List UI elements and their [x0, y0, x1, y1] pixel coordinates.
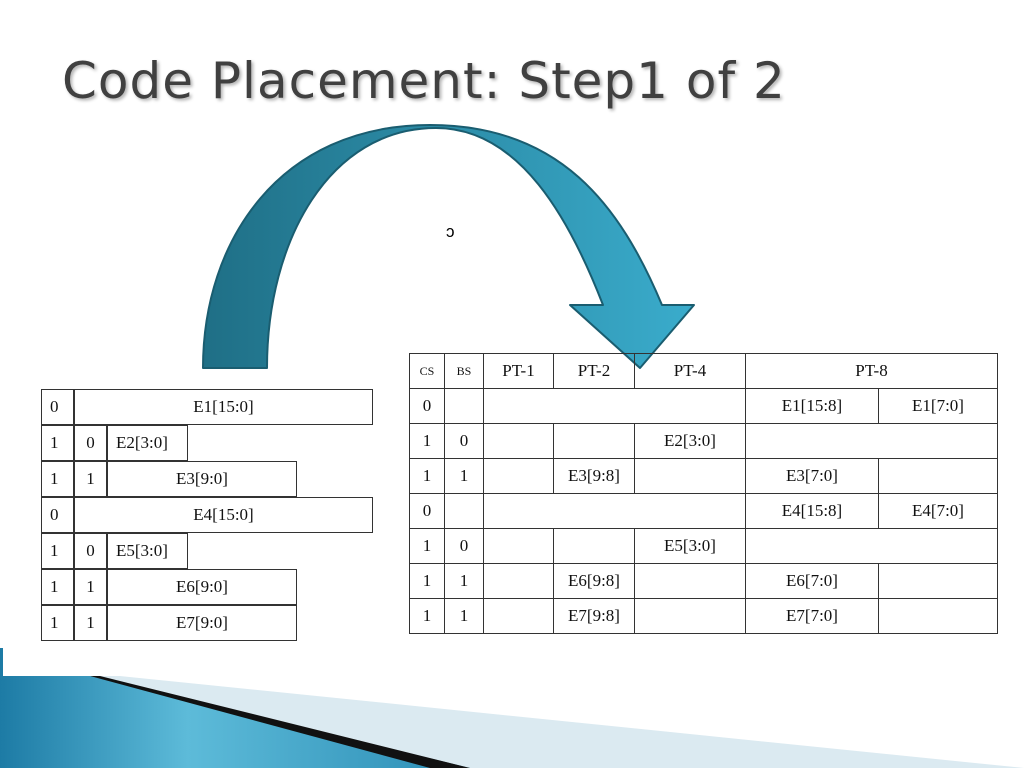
- table-row: 1 1 E6[9:8] E6[7:0]: [409, 563, 998, 599]
- cs-cell: 1: [409, 458, 445, 494]
- pt8-high-cell: E7[7:0]: [745, 598, 879, 634]
- stray-mark: ɔ: [446, 222, 455, 241]
- code-cell: E7[9:0]: [107, 605, 297, 641]
- pt8-high-cell: E6[7:0]: [745, 563, 879, 599]
- bs-cell: 1: [444, 458, 484, 494]
- pt2-cell: E7[9:8]: [553, 598, 635, 634]
- pt1-cell: [483, 423, 554, 459]
- bs-cell: 0: [74, 425, 107, 461]
- code-cell: E1[15:0]: [74, 389, 373, 425]
- pt1-cell: [483, 563, 554, 599]
- bs-cell: 0: [444, 528, 484, 564]
- bs-cell: 1: [444, 598, 484, 634]
- cs-cell: 1: [409, 563, 445, 599]
- header-pt2: PT-2: [553, 353, 635, 389]
- pt8-high-cell: E1[15:8]: [745, 388, 879, 424]
- pt8-high-cell: E4[15:8]: [745, 493, 879, 529]
- bs-cell: 1: [444, 563, 484, 599]
- code-cell: E2[3:0]: [107, 425, 188, 461]
- code-cell: E4[15:0]: [74, 497, 373, 533]
- header-row: CS BS PT-1 PT-2 PT-4 PT-8: [409, 353, 998, 389]
- header-pt8: PT-8: [745, 353, 998, 389]
- cs-cell: 1: [41, 569, 74, 605]
- code-cell: E6[9:0]: [107, 569, 297, 605]
- header-pt4: PT-4: [634, 353, 746, 389]
- pt2-cell: [553, 423, 635, 459]
- header-bs: BS: [444, 353, 484, 389]
- table-row: 1 1 E3[9:8] E3[7:0]: [409, 458, 998, 494]
- cs-cell: 0: [409, 388, 445, 424]
- code-cell: E3[9:0]: [107, 461, 297, 497]
- bs-cell: 0: [74, 533, 107, 569]
- pt2-cell: E3[9:8]: [553, 458, 635, 494]
- cs-cell: 0: [409, 493, 445, 529]
- black-stripe: [90, 676, 470, 768]
- pt4-cell: [634, 563, 746, 599]
- pt8-cell: [745, 528, 998, 564]
- table-row: 0 E4[15:8] E4[7:0]: [409, 493, 998, 529]
- table-row: 0 E1[15:8] E1[7:0]: [409, 388, 998, 424]
- pt8-low-cell: [878, 458, 998, 494]
- pt1-cell: [483, 458, 554, 494]
- cs-cell: 1: [41, 533, 74, 569]
- pt8-low-cell: [878, 598, 998, 634]
- cs-cell: 1: [409, 598, 445, 634]
- pt8-low-cell: [878, 563, 998, 599]
- cs-cell: 0: [41, 497, 74, 533]
- pt8-low-cell: E4[7:0]: [878, 493, 998, 529]
- placement-table: CS BS PT-1 PT-2 PT-4 PT-8 0 E1[15:8] E1[…: [409, 353, 998, 634]
- pt1-cell: [483, 598, 554, 634]
- header-pt1: PT-1: [483, 353, 554, 389]
- pt4-cell: [634, 458, 746, 494]
- pt1-cell: [483, 528, 554, 564]
- table-row: 1 1 E7[9:8] E7[7:0]: [409, 598, 998, 634]
- bs-cell: 1: [74, 569, 107, 605]
- left-edge-bar: [0, 648, 3, 678]
- cs-cell: 1: [41, 425, 74, 461]
- cs-cell: 1: [409, 528, 445, 564]
- bs-cell: 1: [74, 605, 107, 641]
- pt4-cell: E5[3:0]: [634, 528, 746, 564]
- pt-span-cell: [483, 493, 746, 529]
- curved-arrow-shape: [202, 124, 695, 369]
- code-cell: E5[3:0]: [107, 533, 188, 569]
- pt8-high-cell: E3[7:0]: [745, 458, 879, 494]
- bottom-decoration: [0, 648, 1024, 768]
- cs-cell: 0: [41, 389, 74, 425]
- pt2-cell: E6[9:8]: [553, 563, 635, 599]
- pt-span-cell: [483, 388, 746, 424]
- header-cs: CS: [409, 353, 445, 389]
- bs-cell: 1: [74, 461, 107, 497]
- table-row: 1 0 E5[3:0]: [409, 528, 998, 564]
- pt8-low-cell: E1[7:0]: [878, 388, 998, 424]
- pt4-cell: E2[3:0]: [634, 423, 746, 459]
- pt8-cell: [745, 423, 998, 459]
- slide-title: Code Placement: Step1 of 2: [62, 52, 786, 110]
- cs-cell: 1: [409, 423, 445, 459]
- cs-cell: 1: [41, 605, 74, 641]
- pt4-cell: [634, 598, 746, 634]
- table-row: 1 0 E2[3:0]: [409, 423, 998, 459]
- pt2-cell: [553, 528, 635, 564]
- bs-cell: [444, 388, 484, 424]
- cs-cell: 1: [41, 461, 74, 497]
- bs-cell: [444, 493, 484, 529]
- bs-cell: 0: [444, 423, 484, 459]
